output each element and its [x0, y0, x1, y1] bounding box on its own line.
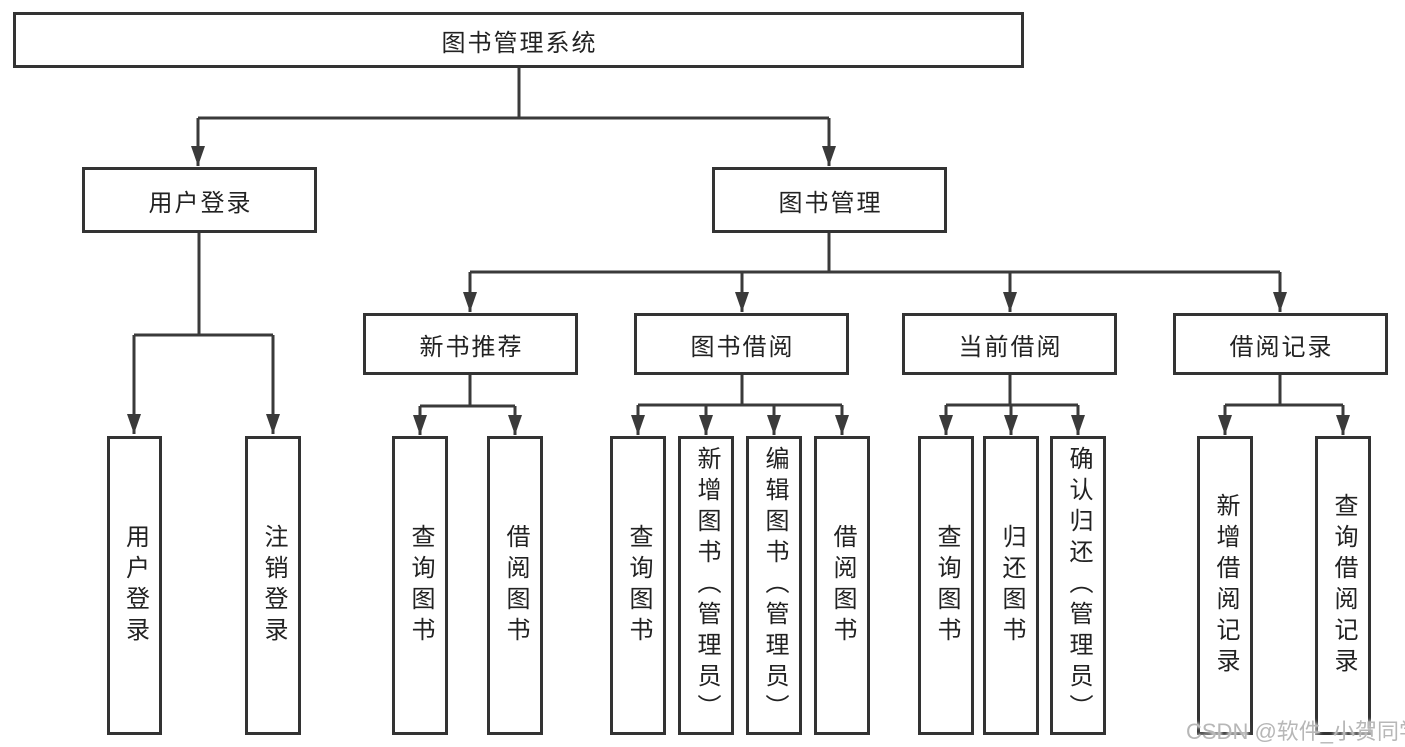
leaf-return-books: 归还图书: [983, 436, 1039, 735]
csdn-watermark: CSDN @软件_小贺同学: [1186, 719, 1405, 744]
node-borrow-records: 借阅记录: [1173, 313, 1388, 375]
node-user-login-branch: 用户登录: [82, 167, 317, 233]
leaf-query-books-recommend: 查询图书: [392, 436, 448, 735]
node-book-borrowing: 图书借阅: [634, 313, 849, 375]
leaf-query-borrow-record: 查询借阅记录: [1315, 436, 1371, 735]
leaf-edit-books-admin: 编辑图书（管理员）: [746, 436, 802, 735]
node-root-system: 图书管理系统: [13, 12, 1024, 68]
leaf-query-books-current: 查询图书: [918, 436, 974, 735]
node-book-management-branch: 图书管理: [712, 167, 947, 233]
leaf-logout: 注销登录: [245, 436, 301, 735]
node-new-book-recommend: 新书推荐: [363, 313, 578, 375]
leaf-add-borrow-record: 新增借阅记录: [1197, 436, 1253, 735]
leaf-borrow-books-recommend: 借阅图书: [487, 436, 543, 735]
leaf-user-login: 用户登录: [107, 436, 162, 735]
node-current-borrowing: 当前借阅: [902, 313, 1117, 375]
leaf-confirm-return-admin: 确认归还（管理员）: [1050, 436, 1106, 735]
leaf-query-books-borrowing: 查询图书: [610, 436, 666, 735]
leaf-add-books-admin: 新增图书（管理员）: [678, 436, 734, 735]
leaf-borrow-books: 借阅图书: [814, 436, 870, 735]
